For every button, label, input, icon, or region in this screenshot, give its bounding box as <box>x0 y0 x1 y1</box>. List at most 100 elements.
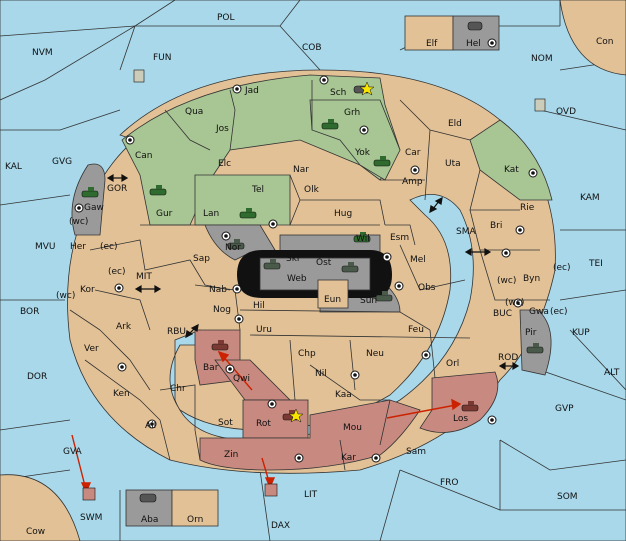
label-bri: Bri <box>490 221 502 231</box>
label-dax: DAX <box>271 521 290 531</box>
label-elc: Elc <box>218 159 231 169</box>
label-gor: GOR <box>107 184 127 194</box>
label-ark: Ark <box>116 322 132 332</box>
label-gvg: GVG <box>52 157 72 167</box>
region-los[interactable] <box>419 371 499 433</box>
map-labels: POL NVM FUN COB Elf Hel Con NOM OVD KAL … <box>5 13 620 537</box>
label-ec2: (ec) <box>108 267 126 277</box>
label-qua: Qua <box>185 107 203 117</box>
label-jad: Jad <box>244 86 259 96</box>
tank-icon <box>263 259 281 270</box>
label-som: SOM <box>557 492 578 502</box>
label-kor: Kor <box>80 285 95 295</box>
label-nor: Nor <box>225 243 241 253</box>
tank-icon <box>375 291 393 302</box>
label-gwa: Gwa <box>529 307 549 317</box>
tank-icon <box>81 187 99 198</box>
label-nom: NOM <box>531 54 553 64</box>
label-sma: SMA <box>456 227 476 237</box>
label-tei: TEI <box>588 259 603 269</box>
tank-icon <box>321 119 339 130</box>
units <box>81 21 546 503</box>
label-yok: Yok <box>354 148 371 158</box>
ship-icon <box>133 69 145 83</box>
label-grh: Grh <box>344 108 360 118</box>
label-uta: Uta <box>445 159 461 169</box>
label-rot: Rot <box>256 419 271 429</box>
region-orn[interactable] <box>171 489 219 527</box>
label-ken: Ken <box>113 389 130 399</box>
label-sap: Sap <box>193 254 210 264</box>
label-hil: Hil <box>253 301 265 311</box>
label-can: Can <box>135 151 153 161</box>
label-fro: FRO <box>440 478 459 488</box>
label-wc3: (wc) <box>497 276 516 286</box>
label-bar: Bar <box>203 363 219 373</box>
region-kat[interactable] <box>469 119 553 201</box>
label-lan: Lan <box>203 209 219 219</box>
label-bor: BOR <box>20 307 39 317</box>
label-tel: Tel <box>251 185 264 195</box>
region-gaw[interactable] <box>71 163 106 236</box>
label-rbu: RBU <box>167 327 186 337</box>
label-swm: SWM <box>80 513 102 523</box>
label-kup: KUP <box>572 328 590 338</box>
tank-icon <box>227 239 245 250</box>
region-eun[interactable] <box>317 279 349 309</box>
label-feu: Feu <box>408 325 424 335</box>
label-sam: Sam <box>406 447 426 457</box>
label-eld: Eld <box>448 119 462 129</box>
label-buc: BUC <box>493 309 512 319</box>
label-aba: Aba <box>141 515 158 525</box>
label-kar: Kar <box>341 453 356 463</box>
label-web: Web <box>287 274 307 284</box>
label-skr: Skr <box>286 254 301 264</box>
label-cow: Cow <box>26 527 45 537</box>
label-nvm: NVM <box>32 48 53 58</box>
star-icon <box>359 81 375 96</box>
region-elf[interactable] <box>404 15 454 51</box>
tank-icon <box>149 185 167 196</box>
label-nar: Nar <box>293 165 309 175</box>
label-wc2: (wc) <box>56 291 75 301</box>
label-ost: Ost <box>316 258 332 268</box>
label-mou: Mou <box>343 423 362 433</box>
label-kaa: Kaa <box>335 390 352 400</box>
label-car: Car <box>405 148 421 158</box>
move-arrows <box>71 350 462 494</box>
region-pir[interactable] <box>519 309 552 376</box>
label-gvp: GVP <box>555 404 574 414</box>
label-byn: Byn <box>523 274 540 284</box>
tank-icon <box>239 208 257 219</box>
label-pol: POL <box>217 13 235 23</box>
label-hug: Hug <box>334 209 352 219</box>
tank-icon <box>526 343 544 354</box>
label-nog: Nog <box>213 305 231 315</box>
label-elf: Elf <box>426 39 438 49</box>
label-pir: Pir <box>525 328 537 338</box>
label-mit: MIT <box>136 272 152 282</box>
label-orn: Orn <box>187 515 203 525</box>
label-uru: Uru <box>256 325 272 335</box>
label-kam: KAM <box>580 193 600 203</box>
label-neu: Neu <box>366 349 384 359</box>
label-mvu: MVU <box>35 242 56 252</box>
tank-icon <box>461 401 479 412</box>
tank-icon <box>373 156 391 167</box>
label-rod: ROD <box>498 353 518 363</box>
label-ec1: (ec) <box>100 242 118 252</box>
tank-icon <box>211 340 229 351</box>
label-los: Los <box>453 414 468 424</box>
region-mou-zin-kar[interactable] <box>199 399 421 471</box>
label-her: Her <box>70 242 86 252</box>
star-icon <box>288 408 304 423</box>
region-aba[interactable] <box>125 489 173 527</box>
tank-icon <box>353 232 371 243</box>
tank-icon <box>341 262 359 273</box>
label-qwi: Qwi <box>233 374 250 384</box>
label-eun: Eun <box>324 295 341 305</box>
label-alt: ALT <box>604 368 620 378</box>
label-nab: Nab <box>209 285 227 295</box>
